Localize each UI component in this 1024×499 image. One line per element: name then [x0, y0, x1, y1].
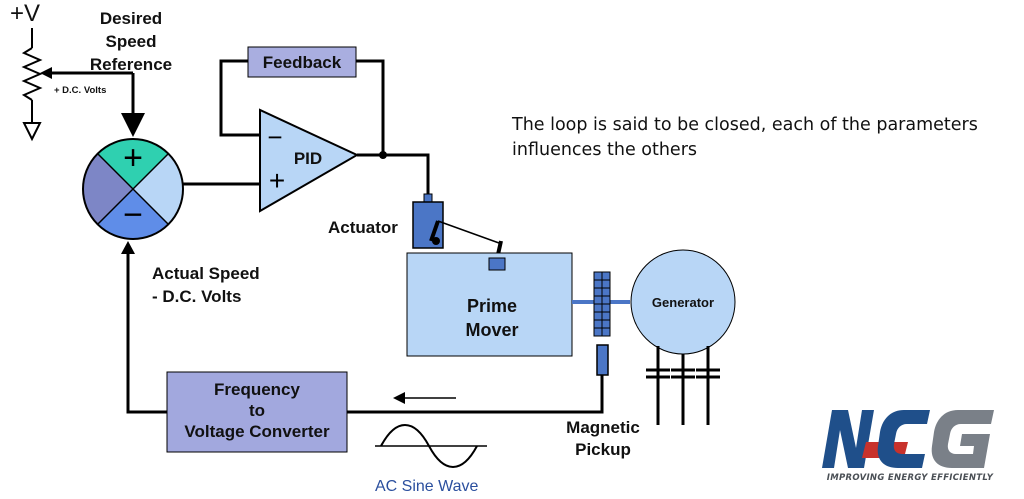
loop-caption: The loop is said to be closed, each of t…	[512, 115, 978, 160]
actual-speed-arrow-icon	[121, 241, 135, 254]
desired-speed-label: Desired Speed Reference	[89, 9, 173, 74]
magnetic-pickup-sensor	[596, 344, 609, 376]
ncg-logo-mark-icon	[822, 410, 994, 468]
pid-minus-sign: −	[267, 122, 282, 152]
junction-dot	[379, 151, 387, 159]
magnetic-pickup-label: Magnetic Pickup	[566, 418, 640, 459]
ac-sine-wave-label: AC Sine Wave	[375, 478, 479, 495]
actual-speed-label: Actual Speed - D.C. Volts	[152, 264, 260, 306]
actual-speed-wire	[126, 252, 167, 414]
pid-amplifier: PID − +	[259, 108, 360, 213]
actuator-pivot	[432, 237, 440, 245]
feedback-label: Feedback	[263, 53, 342, 72]
ground-symbol-icon	[22, 122, 42, 142]
wiper-arrow-icon	[40, 67, 52, 79]
summing-plus-sign: +	[123, 139, 143, 177]
ncg-logo: IMPROVING ENERGY EFFICIENTLY	[812, 398, 1008, 488]
actuator-label: Actuator	[328, 218, 398, 237]
pid-label: PID	[294, 149, 322, 168]
fv-converter-label: Frequency to Voltage Converter	[184, 380, 330, 441]
throttle-block	[488, 257, 506, 271]
feedback-box	[247, 46, 357, 78]
actuator-terminal	[423, 193, 433, 203]
ac-sine-wave-icon	[375, 424, 487, 468]
reference-wire	[52, 71, 145, 137]
pid-plus-sign: +	[269, 165, 285, 196]
potentiometer-icon	[21, 28, 43, 122]
actuator-lever	[429, 220, 440, 242]
pid-feedback-wires	[219, 59, 385, 155]
prime-mover-label: Prime Mover	[465, 296, 519, 340]
summing-junction: + −	[82, 138, 184, 240]
pid-output-wire	[357, 153, 430, 197]
generator-output-leads	[646, 346, 720, 425]
linkage-rod	[437, 220, 500, 244]
dc-volts-label: + D.C. Volts	[54, 85, 107, 96]
pickup-signal-wire	[347, 375, 604, 414]
fv-converter-box	[166, 371, 348, 453]
logo-tagline: IMPROVING ENERGY EFFICIENTLY	[826, 473, 994, 483]
generator-label: Generator	[651, 295, 715, 310]
gear-wheel-icon	[593, 271, 611, 337]
summing-minus-sign: −	[123, 196, 143, 234]
supply-voltage-label: +V	[10, 0, 41, 27]
